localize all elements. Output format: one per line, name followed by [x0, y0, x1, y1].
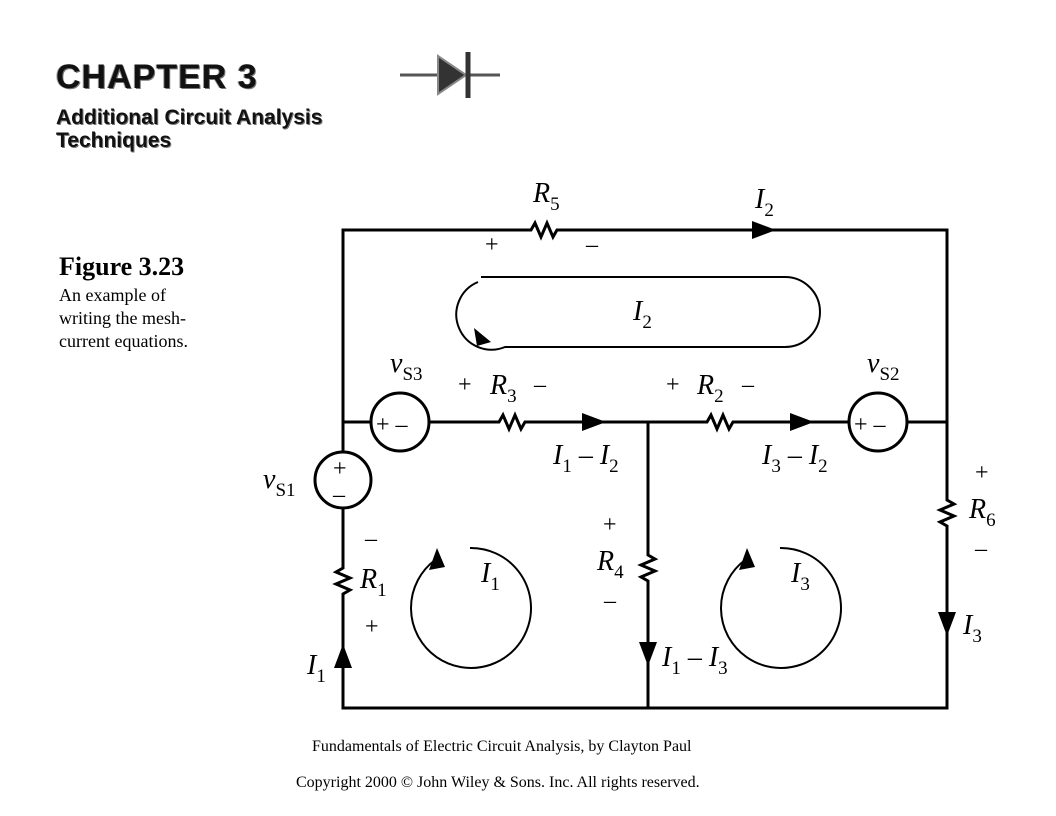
r1-plus: + [365, 614, 379, 640]
left-wire-r1 [332, 506, 949, 710]
r2-plus: + [666, 372, 680, 398]
right-wire-r6 [936, 420, 958, 710]
chapter-subtitle-line2: Techniques [56, 129, 172, 152]
mesh-arrow-i2 [474, 328, 491, 346]
label-i1-mesh: I1 [480, 558, 500, 595]
label-r2: R2 [696, 370, 724, 407]
footer-book-title: Fundamentals of Electric Circuit Analysi… [312, 738, 692, 755]
r3-minus: – [533, 372, 547, 398]
r3-plus: + [458, 372, 472, 398]
arrow-i2-top [752, 221, 776, 239]
r5-minus: – [585, 232, 599, 258]
label-i3-mesh: I3 [790, 558, 810, 595]
vs3-signs: + – [376, 412, 409, 438]
label-i1-left: I1 [306, 650, 326, 687]
chapter-title: CHAPTER 3 [56, 58, 258, 96]
arrow-i1-i3 [639, 642, 657, 666]
arrow-i3-i2 [790, 413, 814, 431]
label-vs2: vS2 [867, 348, 900, 385]
label-i2-top: I2 [754, 184, 774, 221]
label-vs1: vS1 [263, 464, 296, 501]
r2-minus: – [741, 372, 755, 398]
label-i1-minus-i3: I1 – I3 [661, 642, 728, 679]
label-r6: R6 [968, 494, 996, 531]
chapter-header: CHAPTER 3 Additional Circuit Analysis Te… [50, 50, 510, 160]
r4-plus: + [603, 512, 617, 538]
vs1-minus: – [332, 482, 346, 508]
label-r4: R4 [596, 546, 624, 583]
r1-minus: – [364, 526, 378, 552]
chapter-subtitle: Additional Circuit Analysis Techniques [56, 106, 322, 152]
label-r3: R3 [489, 370, 517, 407]
r5-plus: + [485, 232, 499, 258]
footer-copyright: Copyright 2000 © John Wiley & Sons. Inc.… [296, 774, 700, 791]
circuit-diagram: R5 + – I2 I2 vS3 + – vS2 + – + R3 – + R2… [263, 178, 996, 710]
mesh-loop-i1 [410, 546, 533, 669]
mesh-arrow-i1 [429, 548, 445, 570]
figure-description-line3: current equations. [59, 331, 188, 351]
label-i1-minus-i2: I1 – I2 [552, 440, 619, 477]
label-vs3: vS3 [390, 348, 423, 385]
label-i3-minus-i2: I3 – I2 [761, 440, 828, 477]
mesh-arrow-i3 [739, 548, 755, 570]
figure-number: Figure 3.23 [59, 252, 185, 281]
wire-r2 [646, 411, 850, 433]
figure-caption: Figure 3.23 An example of writing the me… [59, 252, 249, 353]
figure-description: An example of writing the mesh- current … [59, 284, 249, 353]
figure-description-line1: An example of [59, 285, 166, 305]
label-r5: R5 [532, 178, 560, 215]
r6-minus: – [974, 536, 988, 562]
mesh-loop-i3 [720, 546, 843, 669]
arrow-i1-left [334, 644, 352, 668]
diode-icon [400, 52, 500, 98]
vs1-plus: + [333, 456, 347, 482]
vs2-signs: + – [854, 412, 887, 438]
center-wire-r4 [637, 420, 659, 710]
r6-plus: + [975, 460, 989, 486]
figure-description-line2: writing the mesh- [59, 308, 186, 328]
label-i2-mesh: I2 [632, 296, 652, 333]
arrow-i1-i2 [582, 413, 606, 431]
wire-r3 [427, 411, 650, 433]
label-i3-right: I3 [962, 610, 982, 647]
r4-minus: – [603, 588, 617, 614]
mesh-loop-i2 [455, 276, 821, 351]
arrow-i3-right [938, 612, 956, 636]
chapter-subtitle-line1: Additional Circuit Analysis [56, 106, 323, 129]
label-r1: R1 [359, 564, 387, 601]
